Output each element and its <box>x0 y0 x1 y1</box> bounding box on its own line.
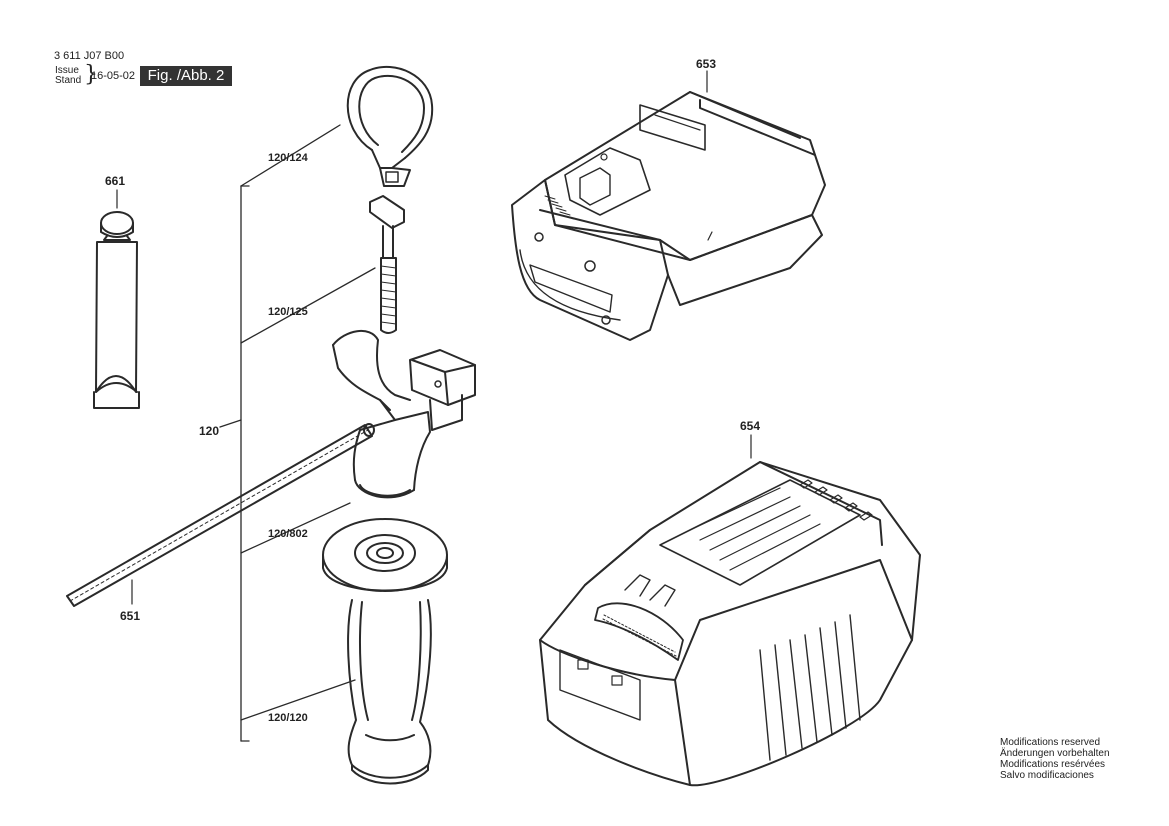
bolt-drawing <box>369 195 405 334</box>
part-label-651: 651 <box>120 609 141 623</box>
issue-stand-label: Issue Stand <box>55 66 81 86</box>
part-label-120-802: 120/802 <box>268 528 308 540</box>
charger-drawing <box>539 461 921 787</box>
modifications-line-es: Salvo modificaciones <box>1000 770 1094 781</box>
assembly-bracket <box>219 124 376 742</box>
brace-glyph: } <box>84 62 98 87</box>
battery-pack-drawing <box>511 91 826 341</box>
part-label-120: 120 <box>199 424 220 438</box>
part-label-654: 654 <box>740 419 761 433</box>
handle-cap-drawing <box>322 518 448 592</box>
part-label-661: 661 <box>105 174 126 188</box>
clamp-band-drawing <box>346 65 434 187</box>
handle-grip-drawing <box>347 599 432 785</box>
modifications-line-fr: Modifications resérvées <box>1000 759 1106 770</box>
modifications-notice: Modifications reserved Änderungen vorbeh… <box>1000 737 1110 781</box>
issue-label: Issue <box>55 65 79 76</box>
issue-date: 16-05-02 <box>91 70 136 82</box>
part-label-120-125: 120/125 <box>268 306 308 318</box>
handle-body-drawing <box>332 330 476 499</box>
stand-label: Stand <box>55 75 82 86</box>
modifications-line-de: Änderungen vorbehalten <box>1000 748 1110 759</box>
part-label-120-124: 120/124 <box>268 152 308 164</box>
grease-tube-drawing <box>93 211 140 409</box>
part-label-120-120: 120/120 <box>268 712 308 724</box>
modifications-line-en: Modifications reserved <box>1000 737 1101 748</box>
depth-rod-drawing <box>66 423 375 607</box>
part-label-653: 653 <box>696 57 717 71</box>
figure-label: Fig. /Abb. 2 <box>140 66 232 86</box>
document-number: 3 611 J07 B00 <box>54 50 125 62</box>
